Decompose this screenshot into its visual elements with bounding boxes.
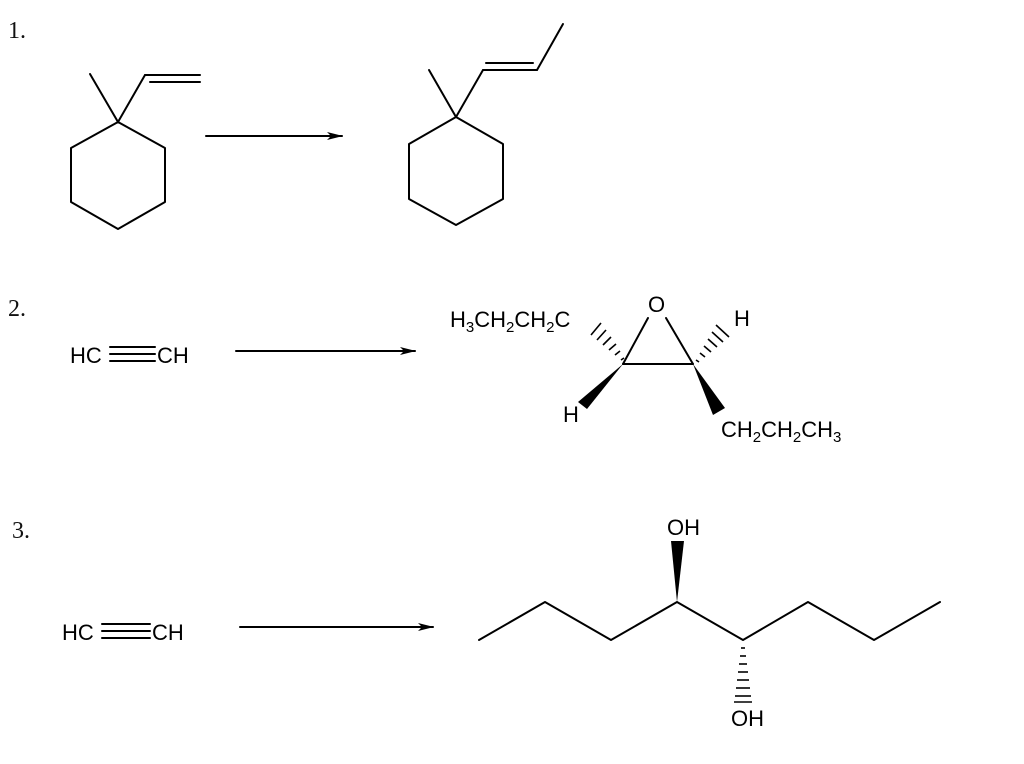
reactant-2-left: HC — [70, 343, 102, 368]
epoxide-substituent-bottom-right: CH2CH2CH3 — [721, 417, 841, 446]
problem-number-1: 1. — [8, 18, 26, 44]
epoxide-h-top-right: H — [734, 306, 750, 331]
problem-number-2: 2. — [8, 296, 26, 322]
reactant-3-left: HC — [62, 620, 94, 645]
problem-number-3: 3. — [12, 518, 30, 544]
epoxide-oxygen: O — [648, 292, 665, 317]
reactant-1-structure — [70, 73, 201, 230]
product-1-structure — [408, 23, 564, 226]
product-3-diol: OH OH — [478, 515, 941, 731]
reactant-3-acetylene: HC CH — [62, 620, 184, 645]
reactant-2-acetylene: HC CH — [70, 343, 189, 368]
epoxide-substituent-top-left: H3CH2CH2C — [450, 307, 570, 336]
reactant-3-right: CH — [152, 620, 184, 645]
product-2-epoxide: O H3CH2CH2C H H CH2CH2CH3 — [450, 292, 841, 446]
diol-oh-top: OH — [667, 515, 700, 540]
diol-oh-bottom: OH — [731, 706, 764, 731]
reactant-2-right: CH — [157, 343, 189, 368]
epoxide-h-bottom-left: H — [563, 402, 579, 427]
